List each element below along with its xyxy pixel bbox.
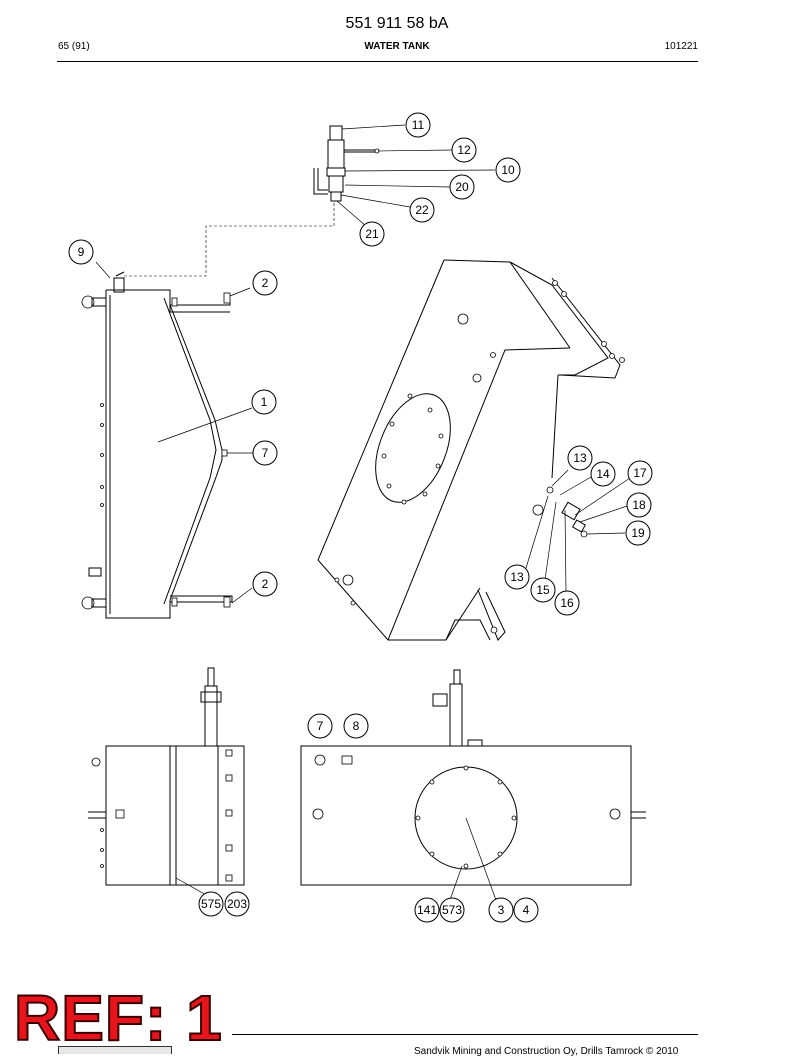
svg-text:573: 573	[442, 903, 462, 917]
svg-text:2: 2	[262, 577, 269, 591]
callout-141: 141	[414, 897, 440, 923]
callout-9: 9	[68, 239, 94, 265]
callout-7-side: 7	[252, 440, 278, 466]
svg-text:14: 14	[596, 467, 610, 481]
callout-21: 21	[359, 221, 385, 247]
svg-text:575: 575	[201, 897, 221, 911]
svg-text:16: 16	[560, 596, 574, 610]
svg-text:2: 2	[262, 276, 269, 290]
callout-4: 4	[513, 897, 539, 923]
svg-text:9: 9	[78, 245, 85, 259]
svg-text:13: 13	[573, 451, 587, 465]
svg-text:3: 3	[498, 903, 505, 917]
tank-front-view	[300, 669, 646, 901]
callout-13-top: 13	[567, 445, 593, 471]
callout-573: 573	[439, 897, 465, 923]
document-number: 551 911 58 bA	[345, 15, 449, 32]
date-code: 101221	[664, 41, 698, 52]
callout-575: 575	[198, 891, 224, 917]
callout-2-bottom: 2	[252, 571, 278, 597]
svg-text:18: 18	[632, 498, 646, 512]
page-reference: 65 (91)	[58, 41, 90, 52]
copyright-text: Sandvik Mining and Construction Oy, Dril…	[414, 1046, 679, 1057]
svg-text:7: 7	[317, 719, 324, 733]
svg-text:141: 141	[417, 903, 437, 917]
callout-11: 11	[405, 112, 431, 138]
ref-label: REF: 1	[13, 982, 223, 1054]
callout-12: 12	[451, 137, 477, 163]
svg-text:13: 13	[510, 570, 524, 584]
svg-text:11: 11	[412, 118, 425, 132]
callout-15: 15	[530, 577, 556, 603]
callout-20: 20	[449, 174, 475, 200]
header-rule	[57, 61, 698, 62]
svg-text:10: 10	[501, 163, 515, 177]
svg-text:7: 7	[262, 446, 269, 460]
tank-end-view	[88, 667, 245, 897]
svg-text:21: 21	[365, 227, 379, 241]
tank-side-view	[81, 261, 253, 619]
section-title: WATER TANK	[364, 41, 430, 52]
callout-203: 203	[224, 891, 250, 917]
callout-7-front: 7	[307, 713, 333, 739]
callout-22: 22	[409, 197, 435, 223]
footer-rule	[232, 1034, 698, 1035]
svg-text:4: 4	[523, 903, 530, 917]
svg-text:12: 12	[457, 143, 471, 157]
svg-text:203: 203	[227, 897, 247, 911]
svg-text:17: 17	[633, 466, 647, 480]
company-logo	[58, 1046, 172, 1054]
callout-13-bottom: 13	[504, 564, 530, 590]
svg-text:22: 22	[415, 203, 429, 217]
callout-16: 16	[554, 590, 580, 616]
svg-text:8: 8	[353, 719, 360, 733]
fitting-assembly	[124, 124, 496, 277]
tank-isometric-view	[317, 259, 631, 641]
callout-1: 1	[251, 389, 277, 415]
callout-10: 10	[495, 157, 521, 183]
callout-3: 3	[488, 897, 514, 923]
svg-text:19: 19	[631, 526, 645, 540]
svg-text:20: 20	[455, 180, 469, 194]
svg-text:15: 15	[536, 583, 550, 597]
svg-text:1: 1	[261, 395, 268, 409]
callout-8: 8	[343, 713, 369, 739]
callout-14: 14	[590, 461, 616, 487]
callout-18: 18	[626, 492, 652, 518]
callout-19: 19	[625, 520, 651, 546]
callout-2-top: 2	[252, 270, 278, 296]
callout-17: 17	[627, 460, 653, 486]
